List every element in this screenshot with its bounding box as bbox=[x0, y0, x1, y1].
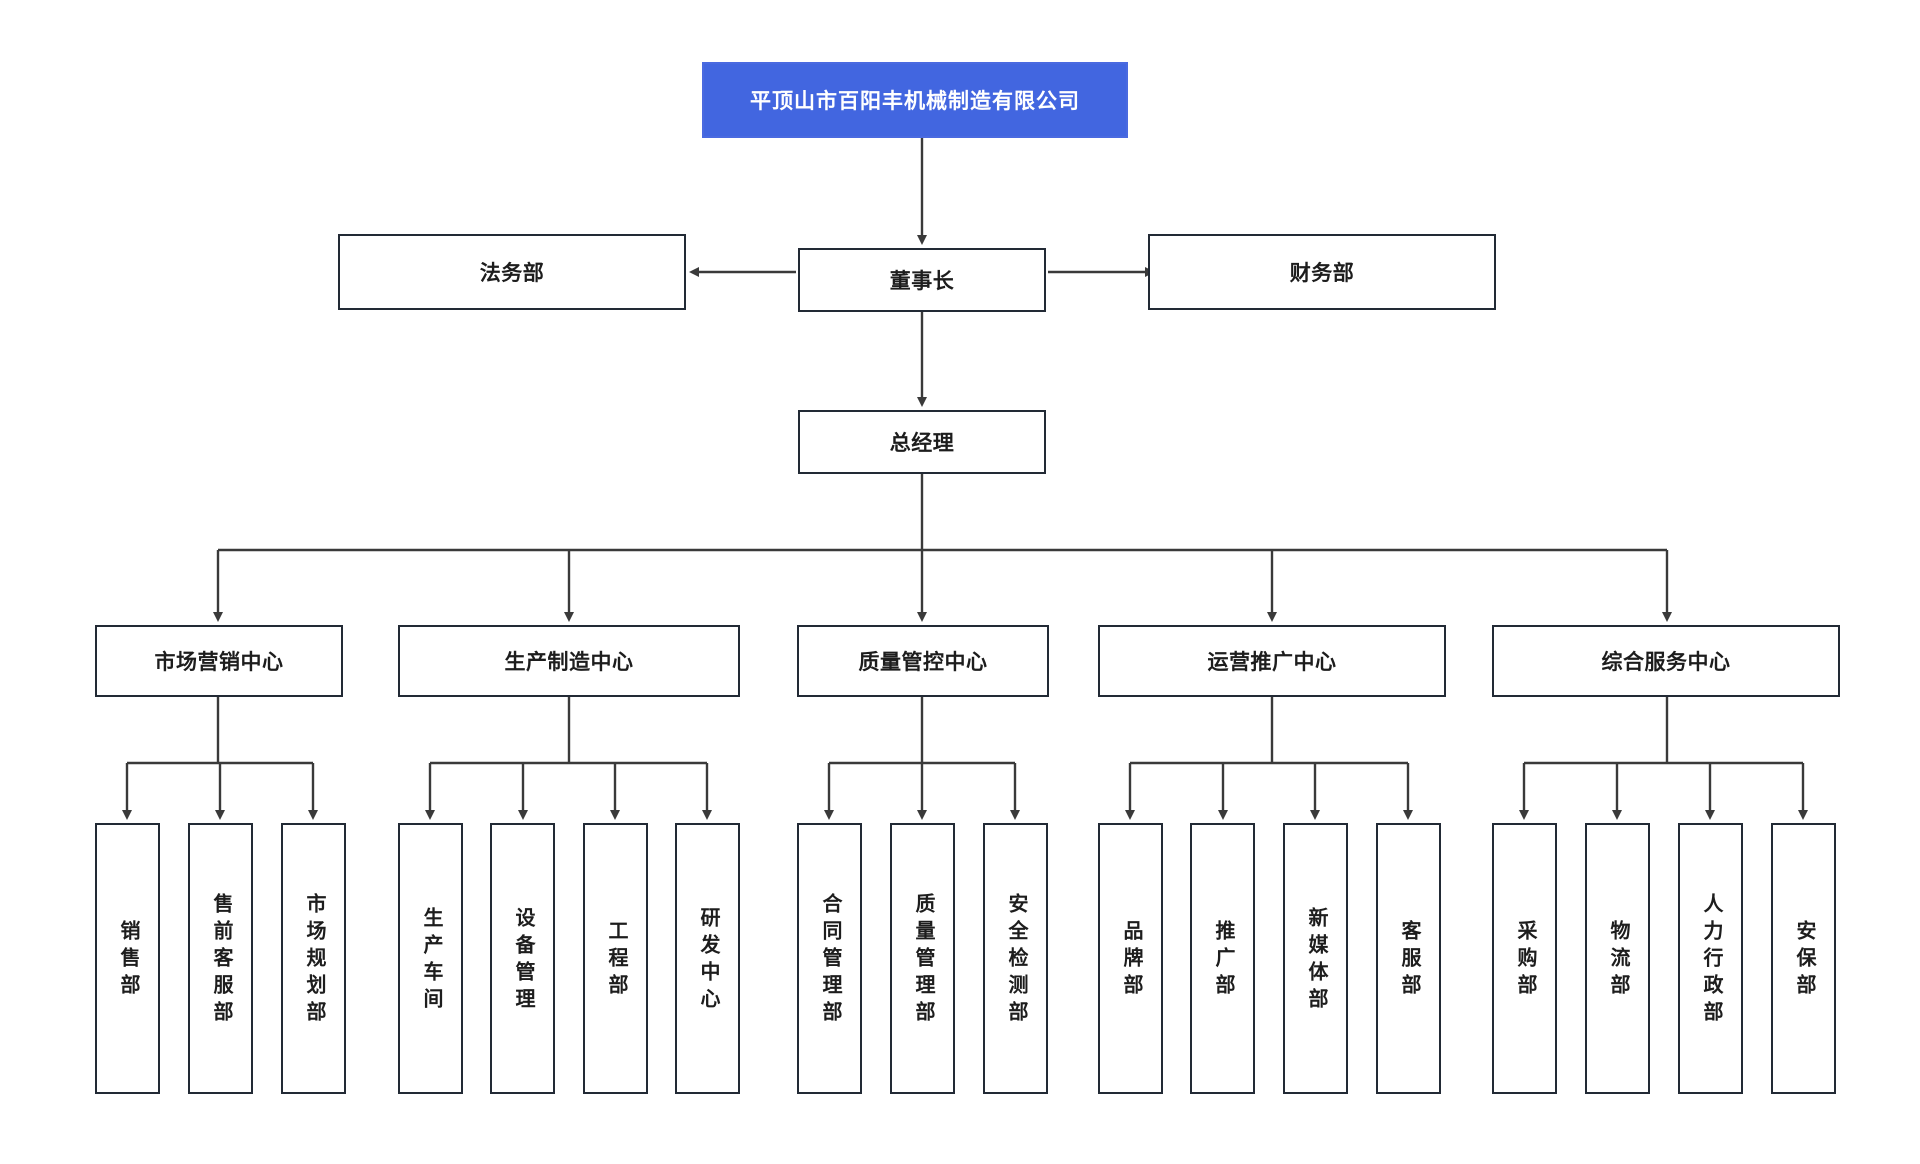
finance-department-node[interactable]: 财务部 bbox=[1148, 234, 1496, 310]
department-label: 品牌部 bbox=[1120, 920, 1142, 1001]
department-node[interactable]: 人力行政部 bbox=[1678, 823, 1743, 1094]
department-node[interactable]: 安保部 bbox=[1771, 823, 1836, 1094]
department-node[interactable]: 合同管理部 bbox=[797, 823, 862, 1094]
center-node[interactable]: 生产制造中心 bbox=[398, 625, 740, 697]
department-label: 设备管理 bbox=[512, 906, 534, 1015]
department-node[interactable]: 销售部 bbox=[95, 823, 160, 1094]
department-label: 人力行政部 bbox=[1700, 893, 1722, 1028]
department-node[interactable]: 安全检测部 bbox=[983, 823, 1048, 1094]
department-label: 生产车间 bbox=[420, 906, 442, 1015]
center-label: 质量管控中心 bbox=[858, 651, 988, 674]
department-label: 推广部 bbox=[1212, 920, 1234, 1001]
department-label: 质量管理部 bbox=[912, 893, 934, 1028]
department-label: 新媒体部 bbox=[1305, 906, 1327, 1015]
center-label: 运营推广中心 bbox=[1207, 651, 1337, 674]
center-node[interactable]: 运营推广中心 bbox=[1098, 625, 1446, 697]
department-label: 采购部 bbox=[1514, 920, 1536, 1001]
department-node[interactable]: 研发中心 bbox=[675, 823, 740, 1094]
department-label: 物流部 bbox=[1607, 920, 1629, 1001]
department-node[interactable]: 售前客服部 bbox=[188, 823, 253, 1094]
department-label: 市场规划部 bbox=[303, 893, 325, 1028]
center-node[interactable]: 质量管控中心 bbox=[797, 625, 1049, 697]
center-node[interactable]: 市场营销中心 bbox=[95, 625, 343, 697]
chairman-node[interactable]: 董事长 bbox=[798, 248, 1046, 312]
department-label: 研发中心 bbox=[697, 906, 719, 1015]
department-node[interactable]: 质量管理部 bbox=[890, 823, 955, 1094]
legal-department-label: 法务部 bbox=[479, 262, 545, 285]
department-label: 客服部 bbox=[1398, 920, 1420, 1001]
center-node[interactable]: 综合服务中心 bbox=[1492, 625, 1840, 697]
department-label: 工程部 bbox=[605, 920, 627, 1001]
department-node[interactable]: 生产车间 bbox=[398, 823, 463, 1094]
center-label: 综合服务中心 bbox=[1601, 651, 1731, 674]
company-root-label: 平顶山市百阳丰机械制造有限公司 bbox=[750, 90, 1080, 113]
department-label: 安全检测部 bbox=[1005, 893, 1027, 1028]
chairman-label: 董事长 bbox=[889, 270, 955, 293]
general-manager-label: 总经理 bbox=[889, 432, 955, 455]
department-node[interactable]: 品牌部 bbox=[1098, 823, 1163, 1094]
department-node[interactable]: 设备管理 bbox=[490, 823, 555, 1094]
department-node[interactable]: 工程部 bbox=[583, 823, 648, 1094]
department-node[interactable]: 新媒体部 bbox=[1283, 823, 1348, 1094]
center-label: 生产制造中心 bbox=[504, 651, 634, 674]
company-root-node[interactable]: 平顶山市百阳丰机械制造有限公司 bbox=[702, 62, 1128, 138]
department-node[interactable]: 采购部 bbox=[1492, 823, 1557, 1094]
department-node[interactable]: 物流部 bbox=[1585, 823, 1650, 1094]
department-label: 安保部 bbox=[1793, 920, 1815, 1001]
department-node[interactable]: 推广部 bbox=[1190, 823, 1255, 1094]
center-label: 市场营销中心 bbox=[154, 651, 284, 674]
general-manager-node[interactable]: 总经理 bbox=[798, 410, 1046, 474]
legal-department-node[interactable]: 法务部 bbox=[338, 234, 686, 310]
department-label: 合同管理部 bbox=[819, 893, 841, 1028]
department-node[interactable]: 市场规划部 bbox=[281, 823, 346, 1094]
finance-department-label: 财务部 bbox=[1289, 262, 1355, 285]
department-label: 销售部 bbox=[117, 920, 139, 1001]
department-label: 售前客服部 bbox=[210, 893, 232, 1028]
department-node[interactable]: 客服部 bbox=[1376, 823, 1441, 1094]
